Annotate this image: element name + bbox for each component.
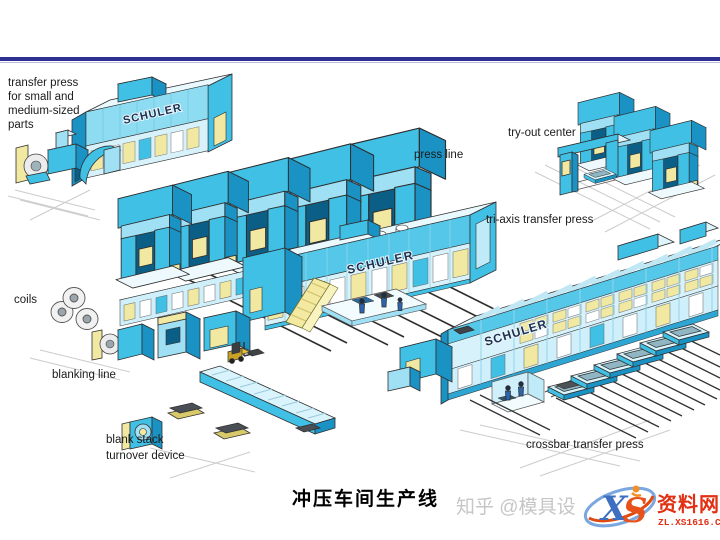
label-coils: coils [14, 294, 37, 306]
header-divider-light [0, 62, 720, 63]
logo-letter-s: S [623, 491, 648, 531]
label-transfer-press-3: medium-sized [8, 105, 80, 117]
label-press-line: press line [414, 149, 463, 161]
logo-figure-body [631, 492, 642, 497]
label-transfer-press-1: transfer press [8, 77, 79, 89]
logo-figure-icon [632, 485, 640, 493]
crossbar-press-building: SCHULER [386, 221, 720, 439]
header-divider [0, 57, 720, 61]
label-blank-stack-2: turnover device [106, 450, 185, 462]
label-triaxis: tri-axis transfer press [486, 214, 594, 226]
slide-caption: 冲压车间生产线 [292, 488, 440, 510]
label-transfer-press-2: for small and [8, 91, 74, 103]
turnover-device [121, 416, 163, 451]
coils-stack [50, 287, 99, 330]
coil-feed-line [15, 129, 122, 185]
control-room-crossbar [491, 371, 545, 413]
crossbar-rails [469, 336, 720, 439]
transfer-press-building: SCHULER [71, 73, 233, 187]
site-url: ZL.XS1616.COM [658, 517, 720, 528]
label-crossbar: crossbar transfer press [526, 439, 644, 451]
label-tryout-center: try-out center [508, 127, 576, 139]
logo-swoosh [588, 495, 655, 523]
control-room-mid [320, 288, 428, 327]
zhihu-watermark: 知乎 @模具设 [456, 497, 576, 518]
label-blank-stack-1: blank stack [106, 434, 164, 446]
diagram-labels: transfer press for small and medium-size… [8, 77, 644, 462]
tryout-center-machines [556, 92, 707, 200]
site-name: 资料网 [657, 492, 720, 516]
xs-site-logo: X S 资料网 ZL.XS1616.COM [583, 485, 720, 531]
slide-header [0, 0, 720, 57]
middle-press-building: SCHULER [118, 201, 497, 333]
label-blanking-line: blanking line [52, 369, 116, 381]
forklift [227, 341, 265, 364]
escalator [285, 277, 339, 333]
blanking-line-machines [91, 310, 337, 440]
tryout-gantry [556, 133, 632, 196]
label-transfer-press-4: parts [8, 119, 34, 131]
logo-letter-x: X [599, 489, 629, 529]
floor-hatch-lines [7, 159, 716, 479]
